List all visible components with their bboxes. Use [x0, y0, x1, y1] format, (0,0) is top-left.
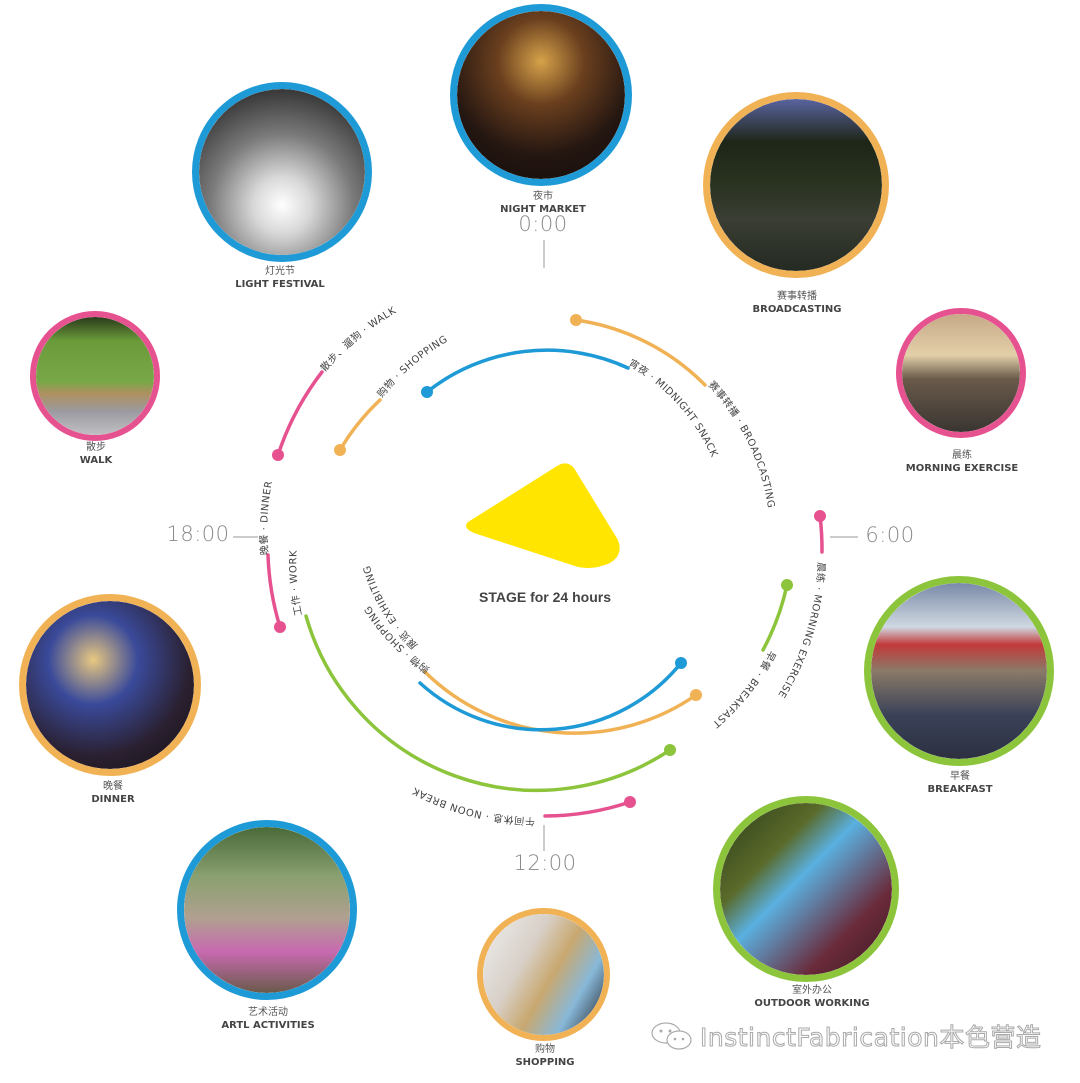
- arc-dinner: [266, 553, 282, 629]
- arc-broadcasting: [574, 318, 707, 387]
- photo-walk: [30, 311, 160, 441]
- dot-work: [664, 744, 676, 756]
- dot-broadcasting: [570, 314, 582, 326]
- photo-breakfast: [864, 576, 1054, 766]
- dot-exhibiting: [675, 657, 687, 669]
- photo-shopping: [477, 908, 610, 1041]
- arc-label-shopping-day: 购物 · SHOPPING: [363, 603, 432, 676]
- arc-exhibiting: [418, 661, 683, 732]
- arc-label-dinner: 晚餐 · DINNER: [257, 480, 275, 556]
- photo-light-festival: [192, 82, 372, 262]
- arc-label-breakfast: 早餐 · BREAKFAST: [709, 649, 778, 730]
- watermark-text: InstinctFabrication本色营造: [699, 1023, 1042, 1053]
- dot-breakfast: [781, 579, 793, 591]
- arc-noon-break: [543, 800, 632, 818]
- time-label-0: 0:00: [518, 212, 568, 236]
- photo-broadcasting: [703, 92, 889, 278]
- photo-morning-exercise: [896, 308, 1026, 438]
- photo-art-activities: [177, 820, 357, 1000]
- arc-shopping-day: [423, 670, 698, 735]
- photo-outdoor-working: [713, 796, 899, 982]
- wechat-icon: [651, 1022, 692, 1050]
- time-label-18: 18:00: [166, 522, 230, 546]
- stage-shape: [466, 463, 620, 568]
- photo-night-market: [450, 4, 632, 186]
- arc-label-midnight-snack: 宵夜 · MIDNIGHT SNACK: [626, 356, 719, 459]
- dot-shopping-day: [690, 689, 702, 701]
- arc-breakfast: [761, 583, 789, 652]
- arc-label-walk: 散步、遛狗 · WALK: [317, 305, 398, 374]
- time-label-12: 12:00: [513, 851, 577, 875]
- dot-walk: [272, 449, 284, 461]
- stage-title: STAGE for 24 hours: [479, 589, 611, 605]
- watermark: InstinctFabrication本色营造: [650, 1018, 1041, 1054]
- time-label-6: 6:00: [865, 523, 915, 547]
- arc-walk: [276, 370, 324, 457]
- dot-morning-exercise: [814, 510, 826, 522]
- dot-shopping-night: [334, 444, 346, 456]
- arc-label-work: 工作 · WORK: [288, 550, 305, 617]
- arc-midnight-snack: [425, 348, 630, 394]
- arc-shopping-night: [338, 398, 382, 452]
- dot-midnight-snack: [421, 386, 433, 398]
- photo-dinner: [19, 594, 201, 776]
- arc-label-shopping-night: 购物 · SHOPPING: [374, 334, 450, 400]
- dot-noon-break: [624, 796, 636, 808]
- dot-dinner: [274, 621, 286, 633]
- arc-label-broadcasting: 赛事转播 · BROADCASTING: [706, 378, 776, 509]
- arc-work: [304, 614, 672, 793]
